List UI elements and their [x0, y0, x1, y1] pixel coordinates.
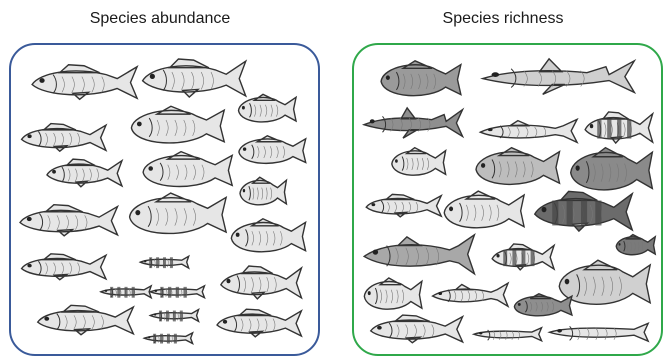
richness-fish-2: [483, 59, 635, 95]
abundance-fish-18: [38, 305, 134, 334]
richness-fish-19: [371, 315, 463, 343]
richness-fish-4: [480, 119, 577, 142]
abundance-fish-group: [11, 45, 318, 354]
abundance-fish-11: [130, 193, 227, 233]
richness-fish-12: [616, 235, 655, 255]
abundance-fish-8: [143, 152, 232, 187]
abundance-fish-15: [221, 266, 302, 299]
abundance-fish-4: [22, 124, 106, 152]
abundance-fish-17: [150, 286, 204, 298]
richness-fish-group: [354, 45, 661, 354]
abundance-fish-20: [217, 309, 301, 337]
abundance-fish-16: [101, 286, 151, 298]
richness-fish-9: [366, 194, 441, 216]
abundance-fish-5: [131, 106, 224, 143]
abundance-fish-3: [239, 94, 297, 122]
richness-fish-13: [364, 235, 474, 274]
abundance-fish-21: [144, 333, 192, 344]
richness-fish-17: [433, 283, 508, 306]
abundance-fish-14: [140, 256, 188, 268]
abundance-fish-12: [231, 219, 305, 252]
abundance-fish-19: [150, 310, 198, 322]
richness-fish-20: [474, 328, 542, 341]
richness-fish-1: [381, 61, 461, 96]
abundance-fish-7: [47, 159, 122, 187]
richness-fish-16: [364, 278, 422, 309]
abundance-fish-2: [143, 59, 246, 97]
abundance-fish-9: [240, 177, 286, 205]
richness-fish-8: [571, 148, 653, 190]
abundance-panel: [9, 43, 320, 356]
species-richness-title: Species richness: [343, 10, 663, 28]
abundance-fish-6: [239, 136, 306, 164]
richness-fish-15: [559, 260, 650, 304]
richness-fish-11: [535, 191, 633, 231]
richness-panel: [352, 43, 663, 356]
richness-fish-14: [492, 244, 554, 270]
richness-fish-5: [585, 112, 653, 143]
species-abundance-title: Species abundance: [0, 10, 320, 28]
abundance-fish-1: [32, 65, 137, 100]
richness-fish-18: [514, 294, 572, 316]
richness-fish-3: [364, 108, 463, 138]
richness-fish-10: [444, 191, 524, 228]
richness-fish-7: [476, 148, 560, 185]
richness-fish-6: [392, 148, 446, 176]
richness-fish-21: [549, 323, 648, 341]
abundance-fish-13: [22, 254, 106, 280]
abundance-fish-10: [20, 205, 118, 236]
